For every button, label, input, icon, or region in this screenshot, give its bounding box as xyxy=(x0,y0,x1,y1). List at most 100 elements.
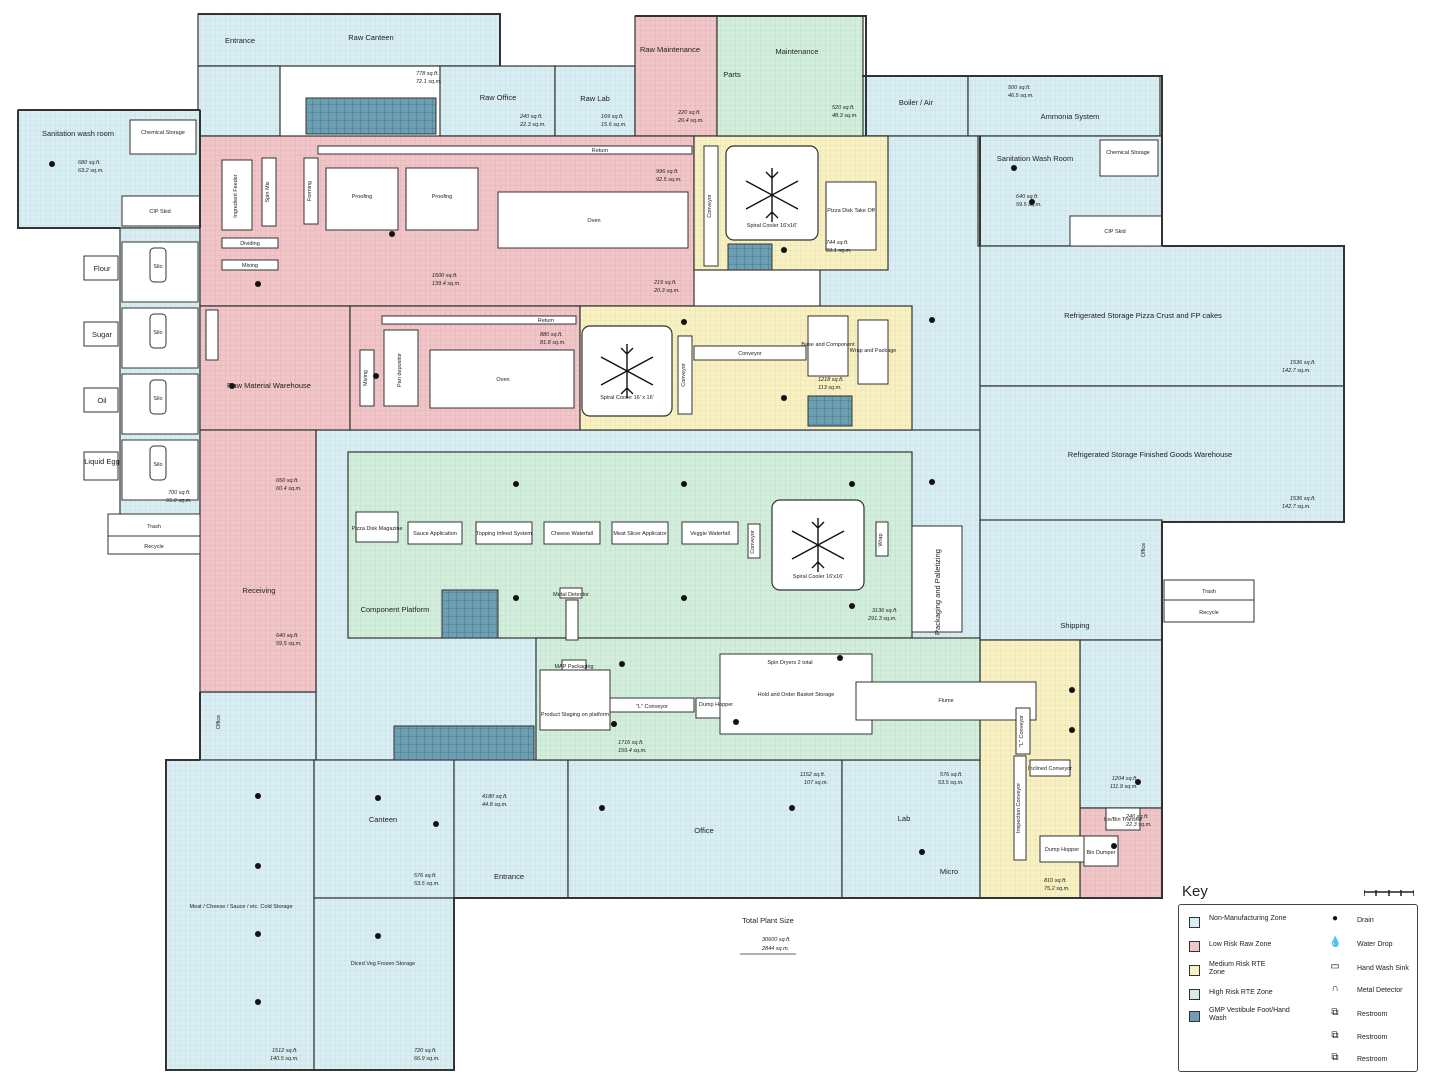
drains xyxy=(49,161,1141,1005)
area-label: 142.7 sq.m. xyxy=(1282,504,1311,510)
area-label: 53.5 sq.m. xyxy=(938,780,964,786)
equipment-label: Veggie Waterfall xyxy=(690,531,730,537)
key-label-gmp-vestibule: GMP Vestibule Foot/Hand Wash xyxy=(1209,1007,1290,1022)
room-label-ref-storage-fg: Refrigerated Storage Finished Goods Ware… xyxy=(1068,450,1232,459)
key-label-restroom: Restroom xyxy=(1357,1034,1388,1041)
equipment-label: Inspection Conveyor xyxy=(1016,783,1022,833)
restroom-icon: ⧉ xyxy=(1331,1007,1339,1018)
equipment-label: Spiral Cooler 16'x16' xyxy=(793,574,843,580)
area-label: 59.5 sq.m. xyxy=(276,641,302,647)
area-label: 1536 sq.ft. xyxy=(1290,360,1316,366)
room-label-canteen: Canteen xyxy=(369,815,397,824)
key-label-restroom: Restroom xyxy=(1357,1056,1388,1063)
equipment-label: Pizza Disk Magazine xyxy=(351,526,402,532)
area-label: 66.9 sq.m. xyxy=(414,1056,440,1062)
equipment-label: Dump Hopper xyxy=(699,702,733,708)
area-label: 139.4 sq.m. xyxy=(432,281,461,287)
room-label-cold-storage: Meat / Cheese / Sauce / etc. Cold Storag… xyxy=(189,904,292,910)
area-labels: 778 sq.ft. 72.1 sq.m. 240 sq.ft. 22.3 sq… xyxy=(78,71,1316,1062)
restroom-icon: ⧉ xyxy=(1331,1030,1339,1041)
key-label-drain: Drain xyxy=(1357,917,1374,924)
equipment-label: Metal Detector xyxy=(553,592,589,598)
area-label: 1716 sq.ft. xyxy=(618,740,644,746)
key-label-metal-detector: Metal Detector xyxy=(1357,987,1403,994)
key-swatch-high-risk-rte xyxy=(1189,989,1200,1000)
equipment-label: Hold and Order Basket Storage xyxy=(758,692,835,698)
equipment-label: Return xyxy=(592,148,609,154)
room-label-sugar: Sugar xyxy=(92,330,113,339)
room-label-office-left: Office xyxy=(216,715,222,729)
key-swatch-low-risk-raw xyxy=(1189,941,1200,952)
area-label: 46.5 sq.m. xyxy=(1008,93,1034,99)
area-label: 219 sq.ft. xyxy=(653,280,677,286)
equipment-label: Proofing xyxy=(352,194,373,200)
equipment-label: Spin Mix xyxy=(265,181,271,202)
area-label: 1204 sq.ft. xyxy=(1112,776,1138,782)
room-label-parts: Parts xyxy=(723,70,741,79)
key-swatch-medium-risk-rte xyxy=(1189,965,1200,976)
total-plant-size: Total Plant Size 30600 sq.ft. 2844 sq.m. xyxy=(740,916,796,955)
area-label: 1536 sq.ft. xyxy=(1290,496,1316,502)
equipment-label: Spiral Cooler 16'x16' xyxy=(747,223,797,229)
area-label: 291.3 sq.m. xyxy=(867,616,897,622)
equipment-label: Oven xyxy=(587,218,600,224)
area-label: 159.4 sq.m. xyxy=(618,748,647,754)
equipment-label: Bin Dumper xyxy=(1086,850,1115,856)
key-label-high-risk-rte: High Risk RTE Zone xyxy=(1209,989,1273,996)
zone-gmp-vestibule xyxy=(305,97,853,761)
room-label-silo: Silo xyxy=(153,396,162,402)
room-label-chemical-left: Chemical Storage xyxy=(141,130,185,136)
key-label-non-manufacturing: Non-Manufacturing Zone xyxy=(1209,915,1287,922)
room-label-ref-storage-crust: Refrigerated Storage Pizza Crust and FP … xyxy=(1064,311,1222,320)
room-label-raw-canteen: Raw Canteen xyxy=(348,33,393,42)
area-label: 169 sq.ft. xyxy=(601,114,624,120)
area-label: 744 sq.ft. xyxy=(826,240,849,246)
key-label-restroom: Restroom xyxy=(1357,1011,1388,1018)
area-label: 240 sq.ft. xyxy=(1125,814,1149,820)
equipment-label: Pan depositor xyxy=(397,353,403,387)
area-label: 240 sq.ft. xyxy=(519,114,543,120)
hand-wash-sink-icon: ▭ xyxy=(1330,961,1340,972)
area-label: 4180 sq.ft. xyxy=(482,794,508,800)
room-label-cip-left: CIP Skid xyxy=(149,209,170,215)
area-label: 700 sq.ft. xyxy=(168,490,191,496)
outer-walls xyxy=(17,13,1345,1071)
area-label: 220 sq.ft. xyxy=(677,110,701,116)
area-label: 22.3 sq.m. xyxy=(1125,822,1152,828)
area-label: 20.4 sq.m. xyxy=(677,118,704,124)
legend-key: Non-Manufacturing Zone Low Risk Raw Zone… xyxy=(1178,904,1418,1072)
room-label-liquid-egg: Liquid Egg xyxy=(84,457,119,466)
equipment-label: Ice/Bin Transfer xyxy=(1104,817,1143,823)
area-label: 44.8 sq.m. xyxy=(482,802,508,808)
equipment-label: Cheese Waterfall xyxy=(551,531,593,537)
room-label-cip-right: CIP Skid xyxy=(1104,229,1125,235)
equipment-label: Conveyor xyxy=(738,351,762,357)
area-label: 113 sq.m. xyxy=(818,385,842,391)
room-label-recycle-left: Recycle xyxy=(144,544,164,550)
key-swatch-gmp-vestibule xyxy=(1189,1011,1200,1022)
room-label-sanitation-left: Sanitation wash room xyxy=(42,129,114,138)
silos xyxy=(83,119,1255,633)
area-label: 107 sq.m. xyxy=(804,780,828,786)
room-label-maintenance: Maintenance xyxy=(776,47,819,56)
total-plant-size-label: Total Plant Size xyxy=(742,916,794,925)
room-label-office-main: Office xyxy=(694,826,713,835)
equipment-label: "L" Conveyor xyxy=(636,704,668,710)
equipment-label: Oven xyxy=(496,377,509,383)
area-label: 75.2 sq.m. xyxy=(1044,886,1070,892)
equipment-label: Wrap xyxy=(878,533,884,546)
area-label: 81.8 sq.m. xyxy=(540,340,566,346)
room-label-office-right: Office xyxy=(1141,543,1147,557)
room-label-lab: Lab xyxy=(898,814,911,823)
equipment-label: Dividing xyxy=(240,241,260,247)
equipment-label: MAP Packaging xyxy=(554,664,593,670)
room-label-micro: Micro xyxy=(940,867,958,876)
room-label-sanitation-right: Sanitation Wash Room xyxy=(997,154,1073,163)
key-label-medium-risk-rte: Medium Risk RTE Zone xyxy=(1209,961,1266,976)
equipment-label: Spiral Cooler 16' x 16' xyxy=(600,395,653,401)
scale-bar xyxy=(1364,890,1414,896)
area-label: 140.5 sq.m. xyxy=(270,1056,299,1062)
equipment-label: Return xyxy=(538,318,555,324)
total-plant-size-sqft: 30600 sq.ft. xyxy=(762,937,791,943)
